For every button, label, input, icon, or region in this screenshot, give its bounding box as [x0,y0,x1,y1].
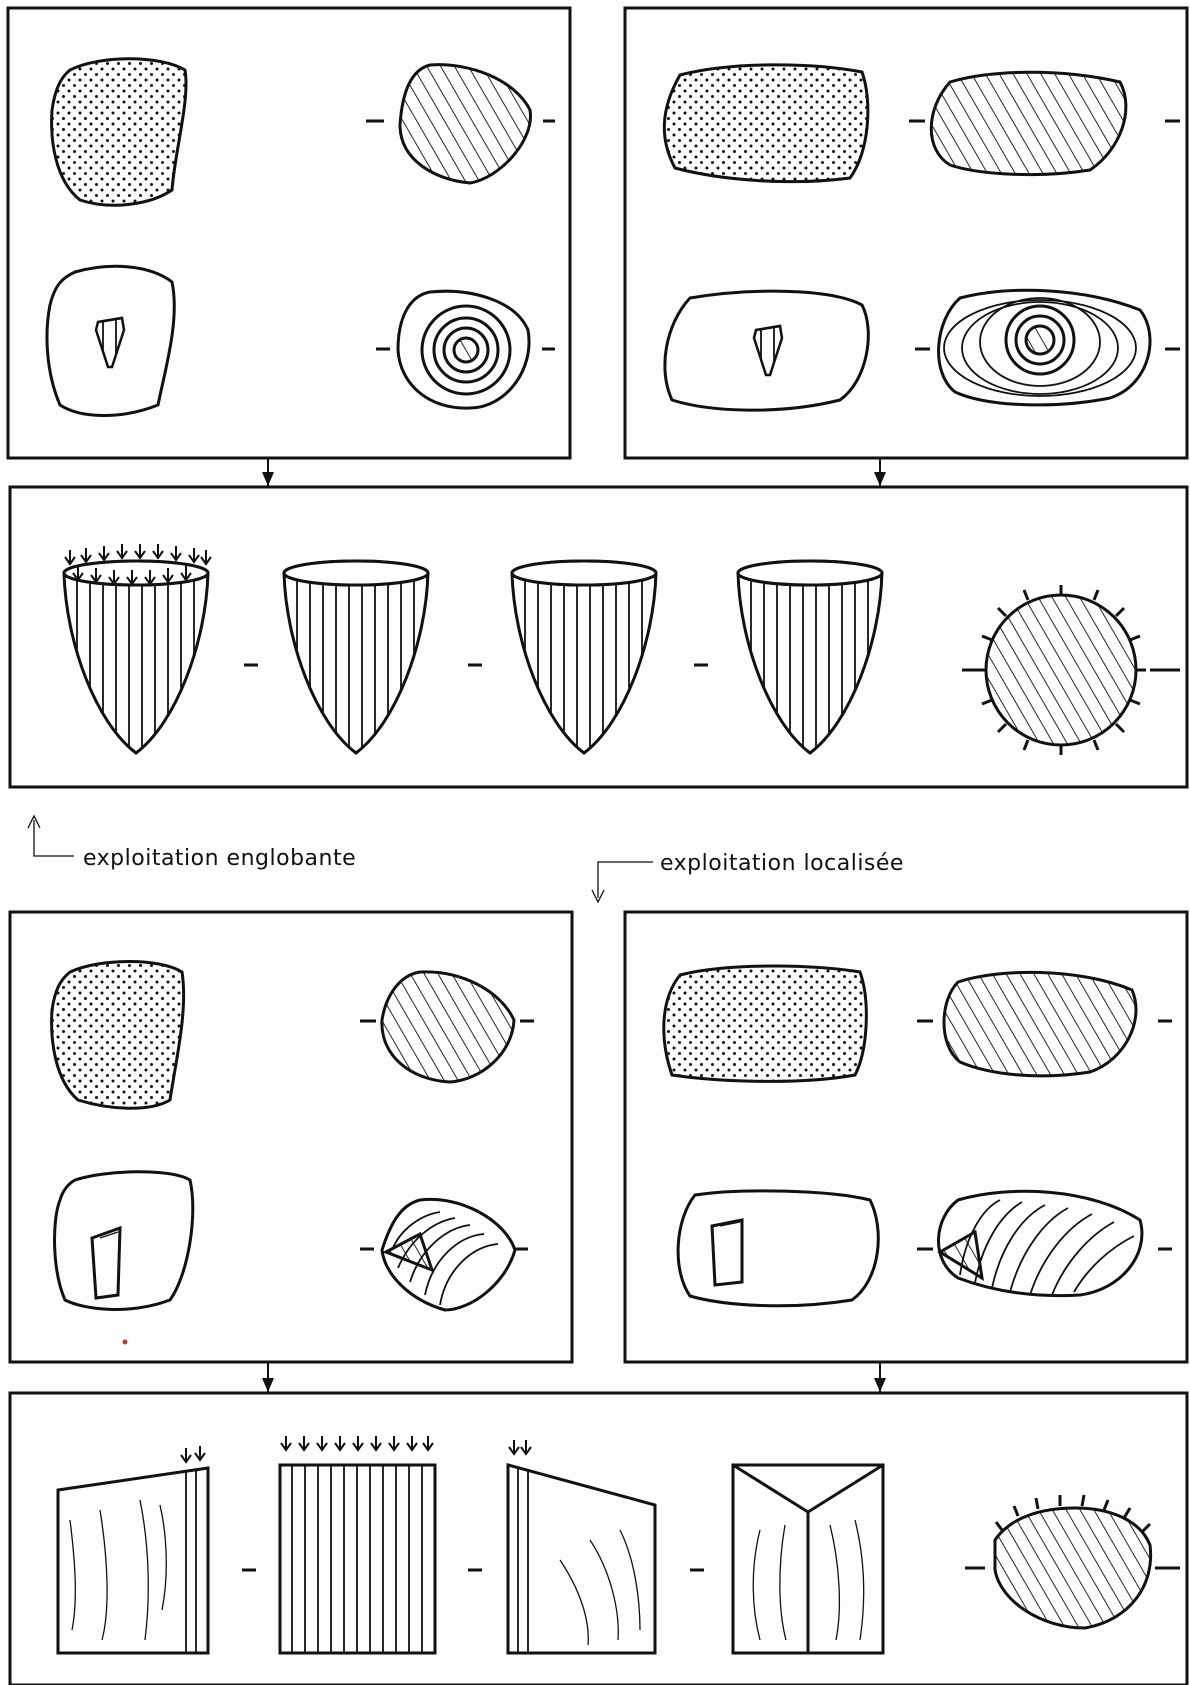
dotted-nodule [664,966,867,1081]
prismatic-core-view [58,1446,208,1653]
dotted-nodule [52,59,186,205]
conical-core-view [738,561,882,753]
bracket-arrow-right [592,862,653,902]
hatched-section [944,972,1136,1076]
nodule-outline [55,1172,193,1310]
prismatic-core-view [508,1440,655,1653]
concentric-section [939,290,1150,405]
panel-conical-cores [10,487,1187,787]
core-with-removal-arrows [64,544,211,753]
platform-section [976,585,1146,755]
extracted-blade-sketch [92,1228,120,1298]
hatched-section [382,972,514,1082]
platform-section [995,1495,1151,1628]
prismatic-core-view [280,1436,435,1653]
caption-exploitation-localisee: exploitation localisée [660,851,904,876]
panel-top-right [625,8,1187,458]
conical-core-view [512,561,656,753]
concentric-section [398,291,529,408]
panel-bottom-left [10,912,572,1362]
dotted-nodule [52,962,184,1109]
conical-core-view [284,561,428,753]
nodule-outline [678,1191,878,1306]
hatched-section [931,72,1126,174]
extracted-core-sketch [754,326,782,375]
caption-exploitation-englobante: exploitation englobante [83,846,356,871]
hatched-section [400,65,530,183]
prismatic-core-view [733,1465,883,1653]
partial-concentric-section [382,1199,515,1310]
dotted-nodule [664,65,868,182]
panel-bottom-right [625,912,1187,1362]
bracket-arrow-left [28,816,74,856]
flow-arrows-bottom [262,1362,886,1392]
panel-prismatic-cores [10,1393,1187,1685]
extracted-blade-sketch [712,1220,742,1285]
extracted-core-sketch [96,318,124,367]
flow-arrows-top [262,458,886,486]
partial-concentric-section [938,1191,1141,1295]
panel-top-left [8,8,570,458]
